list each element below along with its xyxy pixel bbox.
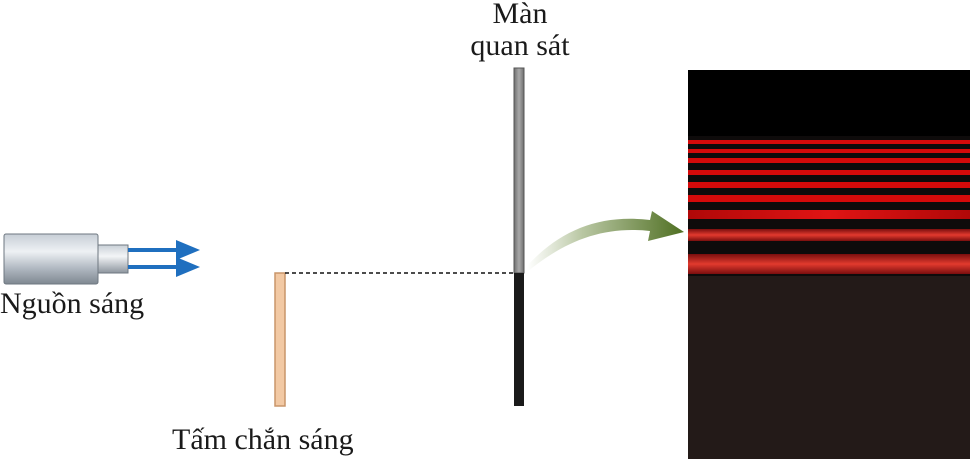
light-source-label: Nguồn sáng	[0, 287, 145, 320]
curved-arrow-icon	[527, 211, 684, 272]
barrier-plate	[274, 272, 286, 407]
light-source-icon	[3, 233, 129, 285]
diffraction-pattern	[688, 70, 970, 459]
screen-label-line2: quan sát	[470, 29, 570, 62]
screen-label-line1: Màn	[492, 0, 548, 30]
barrier-label: Tấm chắn sáng	[172, 423, 354, 456]
observation-screen	[513, 67, 525, 406]
beam-arrow-icon	[128, 240, 200, 277]
screen-label: Màn quan sát	[470, 0, 570, 62]
